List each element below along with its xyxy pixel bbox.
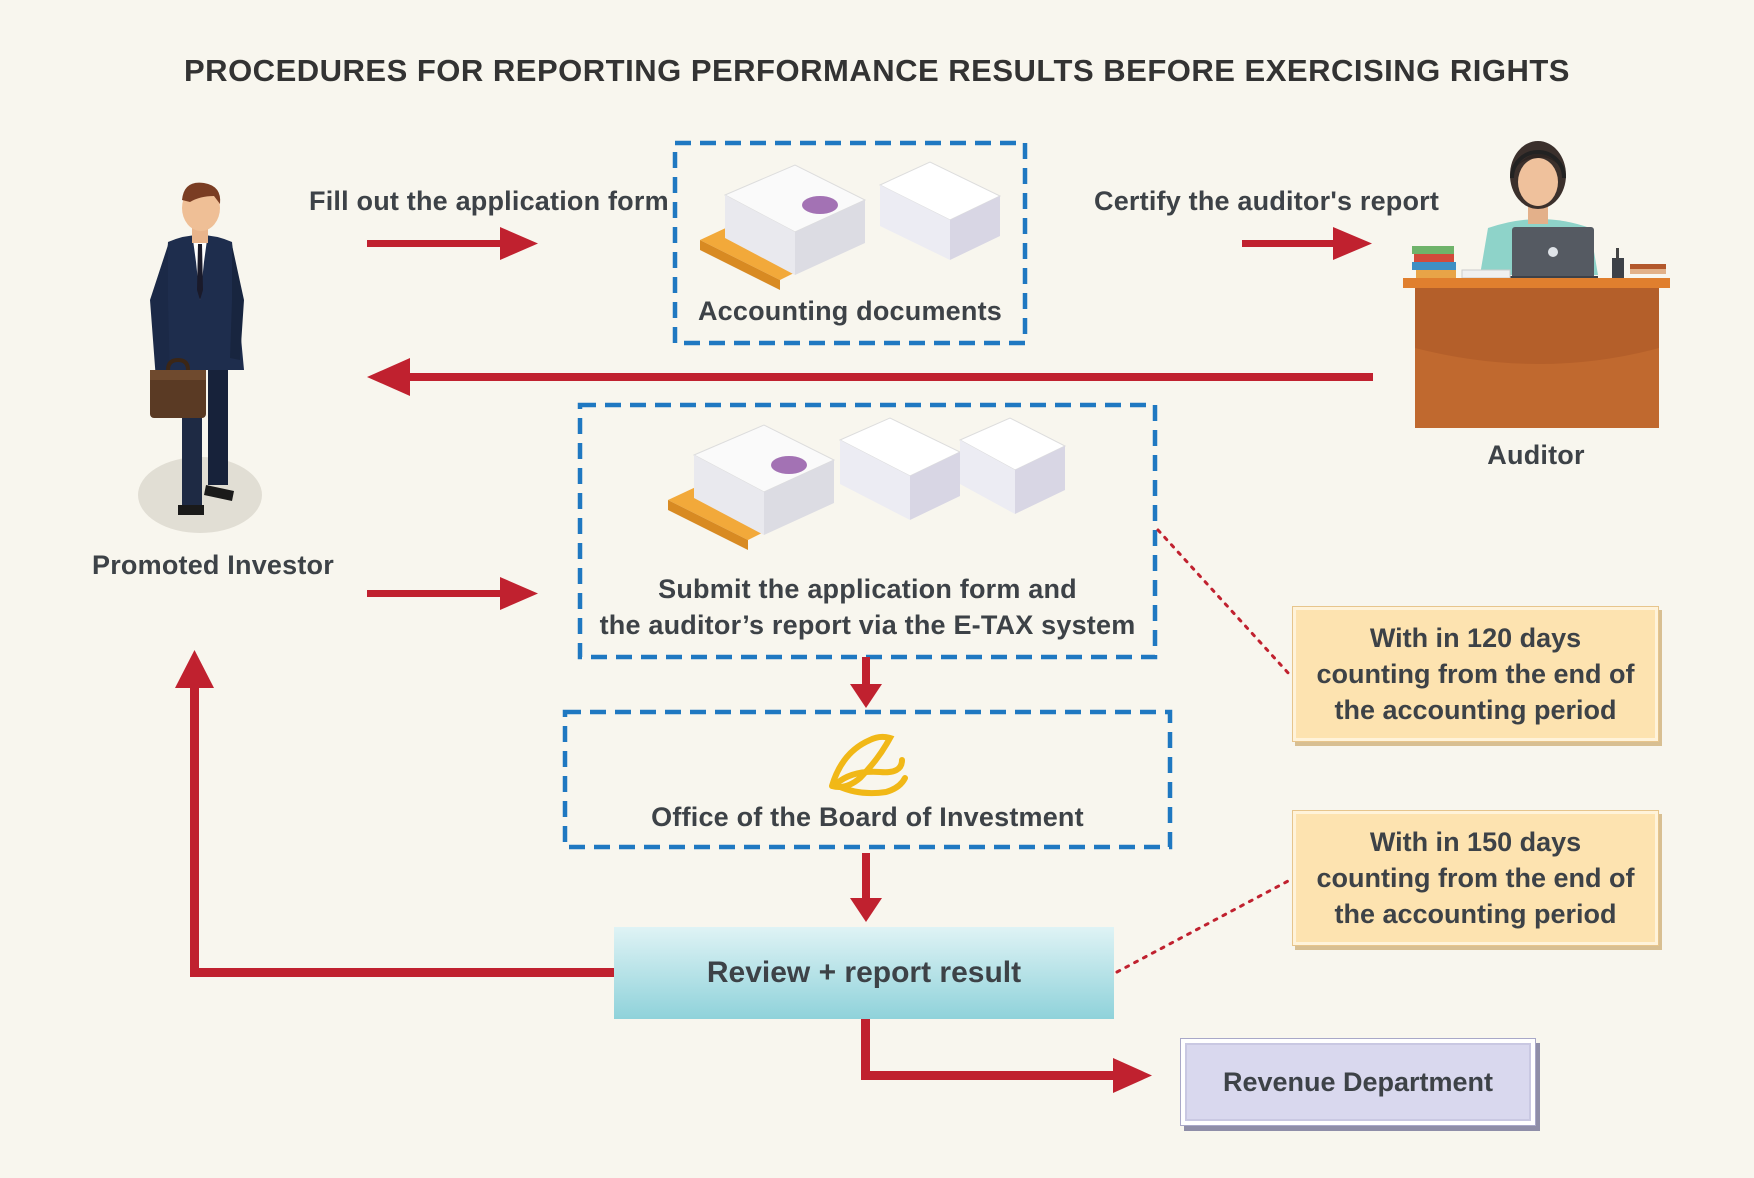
accounting-documents-icon (700, 161, 1002, 290)
arrow-investor-submit (367, 577, 538, 610)
note-120-line-3: the accounting period (1334, 695, 1617, 725)
label-accounting-documents: Accounting documents (697, 296, 1002, 326)
boi-logo-icon (829, 733, 908, 797)
review-label: Review + report result (706, 956, 1022, 989)
review-report-result-box: Review + report result (614, 927, 1114, 1019)
dotted-connector-150 (1115, 878, 1292, 974)
dotted-connector-120 (1156, 528, 1292, 677)
label-auditor: Auditor (1487, 440, 1585, 470)
revenue-department-box: Revenue Department (1180, 1038, 1536, 1126)
note-120-days: With in 120 days counting from the end o… (1292, 606, 1659, 742)
note-120-line-2: counting from the end of (1316, 659, 1635, 689)
arrow-submit-boi (850, 657, 882, 708)
note-120-line-1: With in 120 days (1369, 623, 1582, 653)
auditor-illustration (1403, 141, 1670, 428)
submission-documents-icon (668, 417, 1067, 550)
arrow-certify (1242, 227, 1372, 260)
arrow-boi-review (850, 853, 882, 922)
accounting-docs-box (672, 140, 1028, 346)
arrow-return-to-investor (367, 358, 1373, 396)
label-submit-line-2: the auditor’s report via the E-TAX syste… (599, 610, 1136, 640)
note-150-line-2: counting from the end of (1316, 863, 1635, 893)
arrow-fill-form (367, 227, 538, 260)
revenue-label: Revenue Department (1222, 1066, 1494, 1097)
promoted-investor-illustration (138, 182, 262, 533)
label-boi: Office of the Board of Investment (651, 802, 1084, 832)
note-150-line-3: the accounting period (1334, 899, 1617, 929)
label-submit-line-1: Submit the application form and (658, 574, 1077, 604)
note-150-days: With in 150 days counting from the end o… (1292, 810, 1659, 946)
boi-box (562, 709, 1173, 850)
label-certify: Certify the auditor's report (1094, 186, 1440, 216)
label-promoted-investor: Promoted Investor (92, 550, 334, 580)
note-150-line-1: With in 150 days (1369, 827, 1582, 857)
arrow-review-investor (175, 650, 614, 977)
arrow-review-revenue (861, 1019, 1152, 1093)
label-fill-form: Fill out the application form (309, 186, 669, 216)
page-title: PROCEDURES FOR REPORTING PERFORMANCE RES… (184, 53, 1570, 88)
